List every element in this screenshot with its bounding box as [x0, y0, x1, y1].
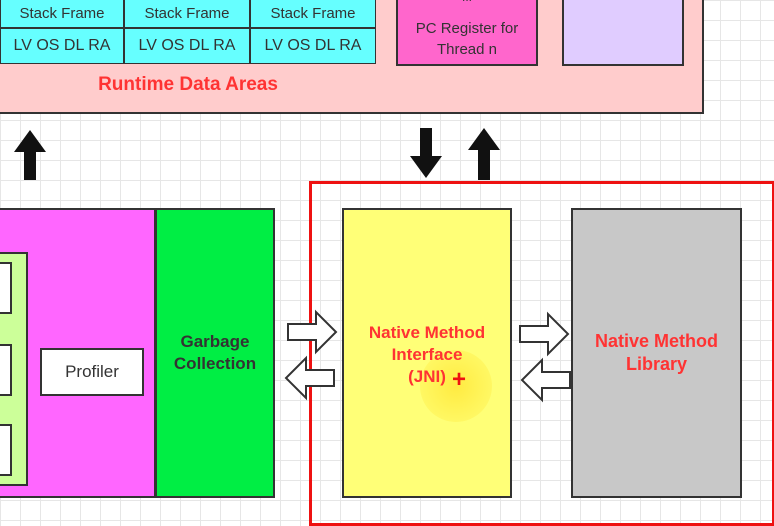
- down-arrow-icon: [410, 128, 442, 178]
- native-method-library-box: Native Method Library: [571, 208, 742, 498]
- profiler-label: Profiler: [65, 362, 119, 381]
- cursor-highlight: [420, 350, 492, 422]
- stack-frame-1: Stack Frame: [0, 0, 124, 28]
- stack-frame-3-label: Stack Frame: [270, 4, 356, 22]
- pc-register-line2: Thread n: [436, 41, 498, 58]
- up-arrow-icon: [14, 130, 46, 180]
- pc-register-dots: ...: [396, 0, 538, 4]
- native-method-interface-box: [342, 208, 512, 498]
- runtime-data-areas-label: Runtime Data Areas: [98, 74, 278, 95]
- native-method-interface-label: Native Method Interface (JNI): [342, 322, 512, 388]
- right-arrow-icon: [519, 311, 570, 357]
- library-line1: Native Method: [594, 331, 718, 351]
- right-arrow-icon: [287, 309, 338, 355]
- engine-component-3: [0, 424, 12, 476]
- cursor-crosshair-icon: +: [452, 366, 467, 393]
- stack-frame-1-contents: LV OS DL RA: [0, 28, 124, 64]
- profiler-box: Profiler: [40, 348, 144, 396]
- stack-frame-2: Stack Frame: [124, 0, 250, 28]
- pc-register-line1: PC Register for: [415, 20, 519, 37]
- stack-frame-1-contents-label: LV OS DL RA: [13, 37, 111, 54]
- garbage-collection-box: Garbage Collection: [155, 208, 275, 498]
- engine-component-1: [0, 262, 12, 314]
- jni-line3: (JNI): [408, 367, 446, 386]
- stack-frame-3: Stack Frame: [250, 0, 376, 28]
- pc-register-box: [396, 0, 538, 66]
- stack-frame-3-contents-label: LV OS DL RA: [264, 37, 362, 54]
- stack-frame-1-label: Stack Frame: [19, 4, 105, 22]
- garbage-collection-line2: Collection: [173, 354, 257, 373]
- up-arrow-icon: [468, 128, 500, 180]
- engine-component-2: [0, 344, 12, 396]
- library-line2: Library: [625, 354, 687, 374]
- jni-line1: Native Method: [368, 323, 486, 342]
- left-arrow-icon: [284, 355, 335, 401]
- jni-line2: Interface: [391, 345, 463, 364]
- method-area-box: [562, 0, 684, 66]
- garbage-collection-line1: Garbage: [180, 332, 250, 351]
- pc-register-label: PC Register for Thread n: [396, 18, 538, 60]
- left-arrow-icon: [520, 357, 571, 403]
- stack-frame-2-contents: LV OS DL RA: [124, 28, 250, 64]
- stack-frame-3-contents: LV OS DL RA: [250, 28, 376, 64]
- stack-frame-2-contents-label: LV OS DL RA: [138, 37, 236, 54]
- stack-frame-2-label: Stack Frame: [144, 4, 230, 22]
